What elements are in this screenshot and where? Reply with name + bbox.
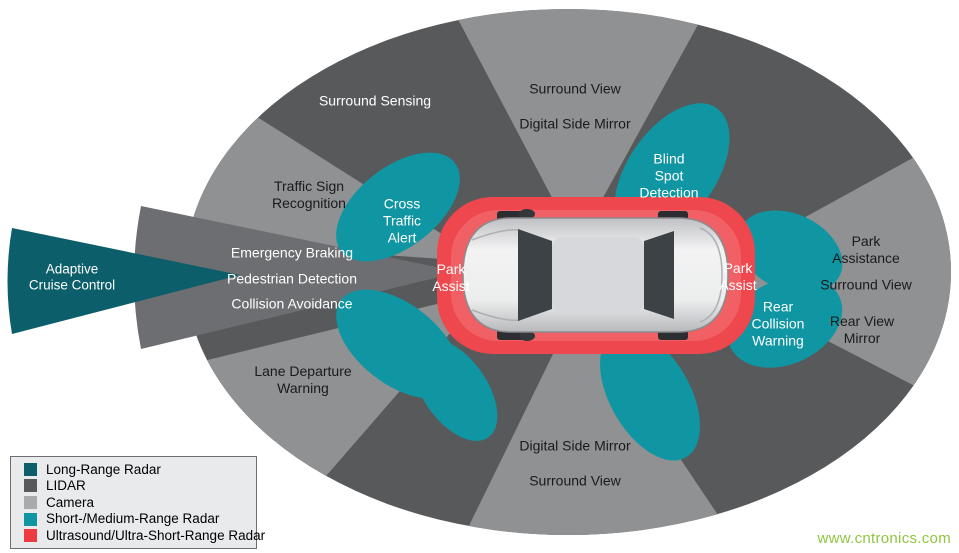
camera-wedge-top [432, 9, 728, 245]
rear-collision-lobe-lower [727, 276, 843, 368]
legend-label: Long-Range Radar [46, 461, 161, 477]
camera-wedge-bottom [440, 305, 765, 535]
legend-label: Short-/Medium-Range Radar [46, 511, 220, 527]
car-trunk-seam [699, 227, 723, 323]
rear-lower-lobe [600, 329, 700, 461]
car-roof [552, 237, 644, 313]
legend-item-short-medium-radar: Short-/Medium-Range Radar [24, 512, 250, 526]
legend-label: Camera [46, 494, 95, 510]
legend-swatch-camera [24, 495, 37, 509]
legend-swatch-ultrasound [24, 529, 37, 543]
car-hood-seam [471, 309, 521, 322]
legend-item-ultrasound: Ultrasound/Ultra-Short-Range Radar [24, 529, 265, 543]
camera-wedge-right [700, 110, 951, 430]
long-range-radar-cone [7, 228, 240, 334]
rear-collision-lobe-upper [737, 210, 843, 294]
car-top-view [462, 209, 729, 341]
car-windshield [518, 229, 552, 321]
car-rear-window [644, 231, 674, 319]
legend-label: LIDAR [46, 478, 86, 494]
legend-swatch-long-range-radar [24, 462, 37, 476]
watermark-url: www.cntronics.com [817, 530, 951, 547]
car-hood-seam [471, 228, 521, 241]
legend-label: Ultrasound/Ultra-Short-Range Radar [46, 527, 266, 543]
cross-traffic-lobe-upper [336, 152, 460, 262]
legend-item-camera: Camera [24, 496, 250, 510]
car-mirror [519, 331, 535, 341]
legend-item-lidar: LIDAR [24, 479, 250, 493]
front-lower-lobe [412, 339, 498, 441]
legend-item-long-range-radar: Long-Range Radar [24, 463, 250, 477]
legend: Long-Range Radar LIDAR Camera Short-/Med… [10, 456, 265, 549]
legend-swatch-lidar [24, 479, 37, 493]
forward-braking-cone [134, 206, 460, 349]
legend-swatch-short-medium-radar [24, 512, 37, 526]
car-mirror [519, 209, 535, 219]
